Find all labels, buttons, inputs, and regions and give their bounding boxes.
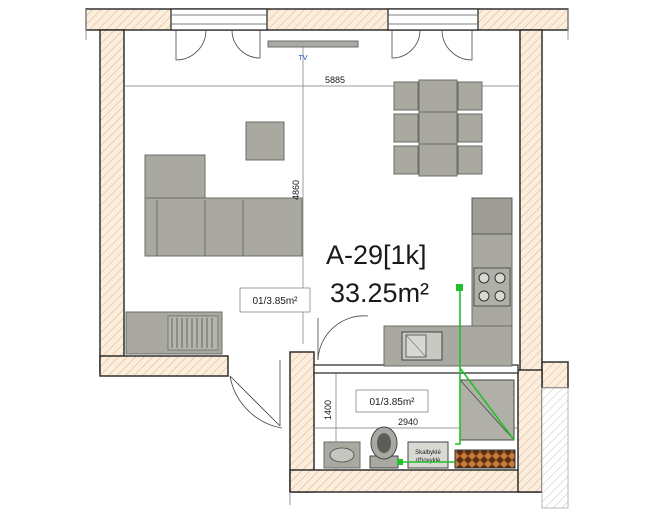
- dim-height-main: 4860: [291, 180, 301, 200]
- room-label-box-main: [239, 287, 311, 313]
- dryer-label: džiovyklė: [416, 458, 441, 464]
- dim-height-bath: 1400: [323, 400, 333, 420]
- room-label-main: 01/3.85m²: [252, 296, 298, 307]
- dim-width-main: 5885: [325, 75, 345, 85]
- utility-lines: [397, 284, 515, 465]
- door-swings: [175, 29, 473, 429]
- washer-label: Skalbyklė: [415, 450, 441, 456]
- dim-width-bath: 2940: [398, 417, 418, 427]
- room-label-bath: 01/3.85m²: [369, 397, 415, 408]
- coffee-table: [245, 121, 285, 161]
- apartment-title: A-29[1k]: [326, 240, 427, 270]
- tv-unit: [267, 40, 359, 48]
- bathroom-fixtures: Skalbyklė džiovyklė: [323, 379, 516, 469]
- tv-label: TV: [299, 55, 308, 62]
- kitchen-counter: [383, 197, 513, 367]
- radiator-cabinet: [125, 311, 223, 355]
- walls: [85, 8, 569, 509]
- heater-strip: [454, 449, 516, 469]
- dining-set: [393, 79, 483, 177]
- sofa: [144, 154, 303, 257]
- room-label-box-bath: [355, 389, 429, 413]
- washer-dryer: [407, 441, 449, 469]
- apartment-area: 33.25m²: [330, 278, 429, 308]
- cooktop: [473, 267, 511, 307]
